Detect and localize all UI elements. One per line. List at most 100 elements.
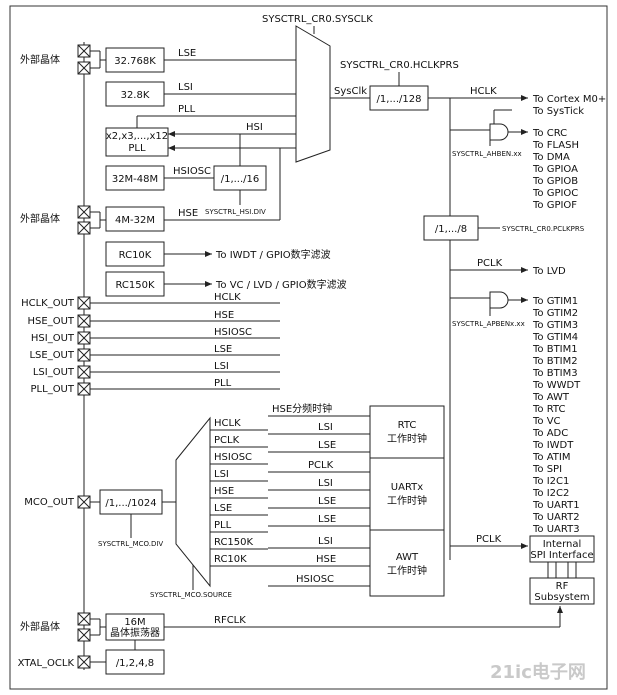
awt-input: HSE	[316, 554, 336, 565]
rc10k-box-label: RC10K	[119, 250, 152, 261]
sig-pclk-label: PCLK	[477, 258, 503, 269]
pclk-prescaler-box	[423, 215, 479, 241]
uart-input: PCLK	[308, 460, 334, 471]
apb-target: To BTIM2	[532, 356, 578, 367]
mco-divider-box	[99, 489, 163, 515]
sig-lsi-label: LSI	[178, 82, 193, 93]
sig-hsi-label: HSI	[246, 122, 263, 133]
rc150k-box-label: RC150K	[115, 280, 155, 291]
spi-interface-label-1: Internal	[543, 539, 582, 550]
spi-interface-label-2: SPI Interface	[530, 550, 593, 561]
mco-input: LSE	[214, 503, 232, 514]
rtc-block-label: RTC	[398, 420, 417, 431]
sig-hsiosc-label: HSIOSC	[173, 166, 211, 177]
ahb-target: To GPIOF	[532, 200, 577, 211]
sig-lse-label: LSE	[178, 48, 196, 59]
apb-target: To I2C2	[532, 488, 569, 499]
mco-input: HCLK	[214, 418, 241, 429]
pin-label-hse-out: HSE_OUT	[28, 316, 75, 327]
ahb-enable-gate	[489, 123, 509, 141]
xtal-oclk-divider-label: /1,2,4,8	[116, 658, 154, 669]
hsi-div-register: SYSCTRL_HSI.DIV	[205, 208, 266, 216]
pin-xtal-oclk	[77, 655, 91, 669]
apb-enable-gate	[489, 291, 509, 309]
pin-label-hclk-out: HCLK_OUT	[21, 298, 75, 309]
mco-input: PCLK	[214, 435, 240, 446]
uart-input: LSE	[318, 496, 336, 507]
mco-input: RC150K	[214, 537, 254, 548]
ext-xtal-label-1: 外部晶体	[20, 53, 60, 66]
sig-out-lsi: LSI	[214, 361, 229, 372]
lse-box-label: 32.768K	[114, 56, 156, 67]
xtal-16m-label-2: 晶体振荡器	[110, 626, 160, 639]
core-target-0: To Cortex M0+	[532, 94, 606, 105]
apb-target: To BTIM3	[532, 368, 578, 379]
ahb-target: To GPIOA	[532, 164, 578, 175]
sig-rfclk-label: RFCLK	[214, 615, 246, 626]
awt-input-list: LSI HSE HSIOSC	[268, 536, 370, 587]
ext-xtal-pin-3b	[77, 628, 91, 642]
mco-input: HSE	[214, 486, 234, 497]
awt-input: LSI	[318, 536, 333, 547]
pin-hclk-out	[77, 296, 91, 310]
xtal-16m-box	[105, 613, 165, 641]
ahb-target: To GPIOB	[532, 176, 578, 187]
to-lvd-label: To LVD	[532, 266, 566, 277]
pin-lsi-out	[77, 365, 91, 379]
pclkprs-register: SYSCTRL_CR0.PCLKPRS	[502, 225, 585, 233]
hsiosc-box-label: 32M-48M	[112, 174, 158, 185]
mco-input: LSI	[214, 469, 229, 480]
to-vc-label: To VC / LVD / GPIO数字滤波	[215, 278, 347, 291]
ext-xtal-label-2: 外部晶体	[20, 212, 60, 225]
apb-target: To ADC	[532, 428, 568, 439]
ahb-target: To DMA	[532, 152, 570, 163]
sig-sysclk-label: SysClk	[334, 86, 367, 97]
watermark-logo: 21ic电子网	[490, 661, 586, 683]
pin-hse-out	[77, 314, 91, 328]
xtal-16m-label-1: 16M	[124, 617, 145, 628]
pin-label-xtal-oclk: XTAL_OCLK	[18, 658, 75, 669]
rtc-input: LSE	[318, 440, 336, 451]
pin-label-hsi-out: HSI_OUT	[31, 333, 75, 344]
apb-target: To RTC	[532, 404, 565, 415]
awt-block-sub: 工作时钟	[387, 564, 427, 577]
rtc-input: LSI	[318, 422, 333, 433]
sig-pll-label: PLL	[178, 104, 196, 115]
sysclk-mux	[295, 25, 331, 163]
pll-box-label: PLL	[128, 143, 146, 154]
sig-out-hsiosc: HSIOSC	[214, 327, 252, 338]
pin-hsi-out	[77, 331, 91, 345]
ext-xtal-pin-1b	[77, 61, 91, 75]
ext-xtal-pin-3a	[77, 612, 91, 626]
output-pin-group: HCLK_OUT HCLK HSE_OUT HSE HSI_OUT HSIOSC…	[21, 292, 280, 396]
pin-pll-out	[77, 382, 91, 396]
apb-target: To UART2	[532, 512, 580, 523]
apb-target: To GTIM4	[532, 332, 578, 343]
apb-target: To GTIM1	[532, 296, 578, 307]
mco-input: PLL	[214, 520, 232, 531]
ext-xtal-pin-1a	[77, 44, 91, 58]
ext-xtal-pin-2b	[77, 221, 91, 235]
ext-xtal-pin-2a	[77, 205, 91, 219]
sysclk-register: SYSCTRL_CR0.SYSCLK	[262, 14, 373, 25]
ahb-target-list: To CRC To FLASH To DMA To GPIOA To GPIOB…	[532, 128, 579, 211]
uart-input-list: PCLK LSI LSE LSE	[268, 460, 370, 527]
mco-input-list: HCLK PCLK HSIOSC LSI HSE LSE PLL RC150K …	[210, 418, 268, 567]
pin-label-mco-out: MCO_OUT	[24, 497, 75, 508]
apb-target: To GTIM2	[532, 308, 578, 319]
apb-target: To WWDT	[532, 380, 581, 391]
pin-label-lse-out: LSE_OUT	[29, 350, 74, 361]
hclkprs-register: SYSCTRL_CR0.HCLKPRS	[340, 60, 459, 71]
apb-target: To VC	[532, 416, 561, 427]
hclk-prescaler-box	[369, 85, 429, 111]
hsiosc-box	[105, 165, 165, 191]
pin-label-lsi-out: LSI_OUT	[33, 367, 75, 378]
core-target-1: To SysTick	[532, 106, 584, 117]
pll-box-multiplier: x2,x3,...,x12	[106, 131, 168, 142]
awt-block-label: AWT	[396, 552, 419, 563]
sig-out-pll: PLL	[214, 378, 232, 389]
rtc-input: HSE分频时钟	[272, 402, 332, 415]
rc150k-box	[105, 271, 165, 297]
apb-target: To UART3	[532, 524, 580, 535]
